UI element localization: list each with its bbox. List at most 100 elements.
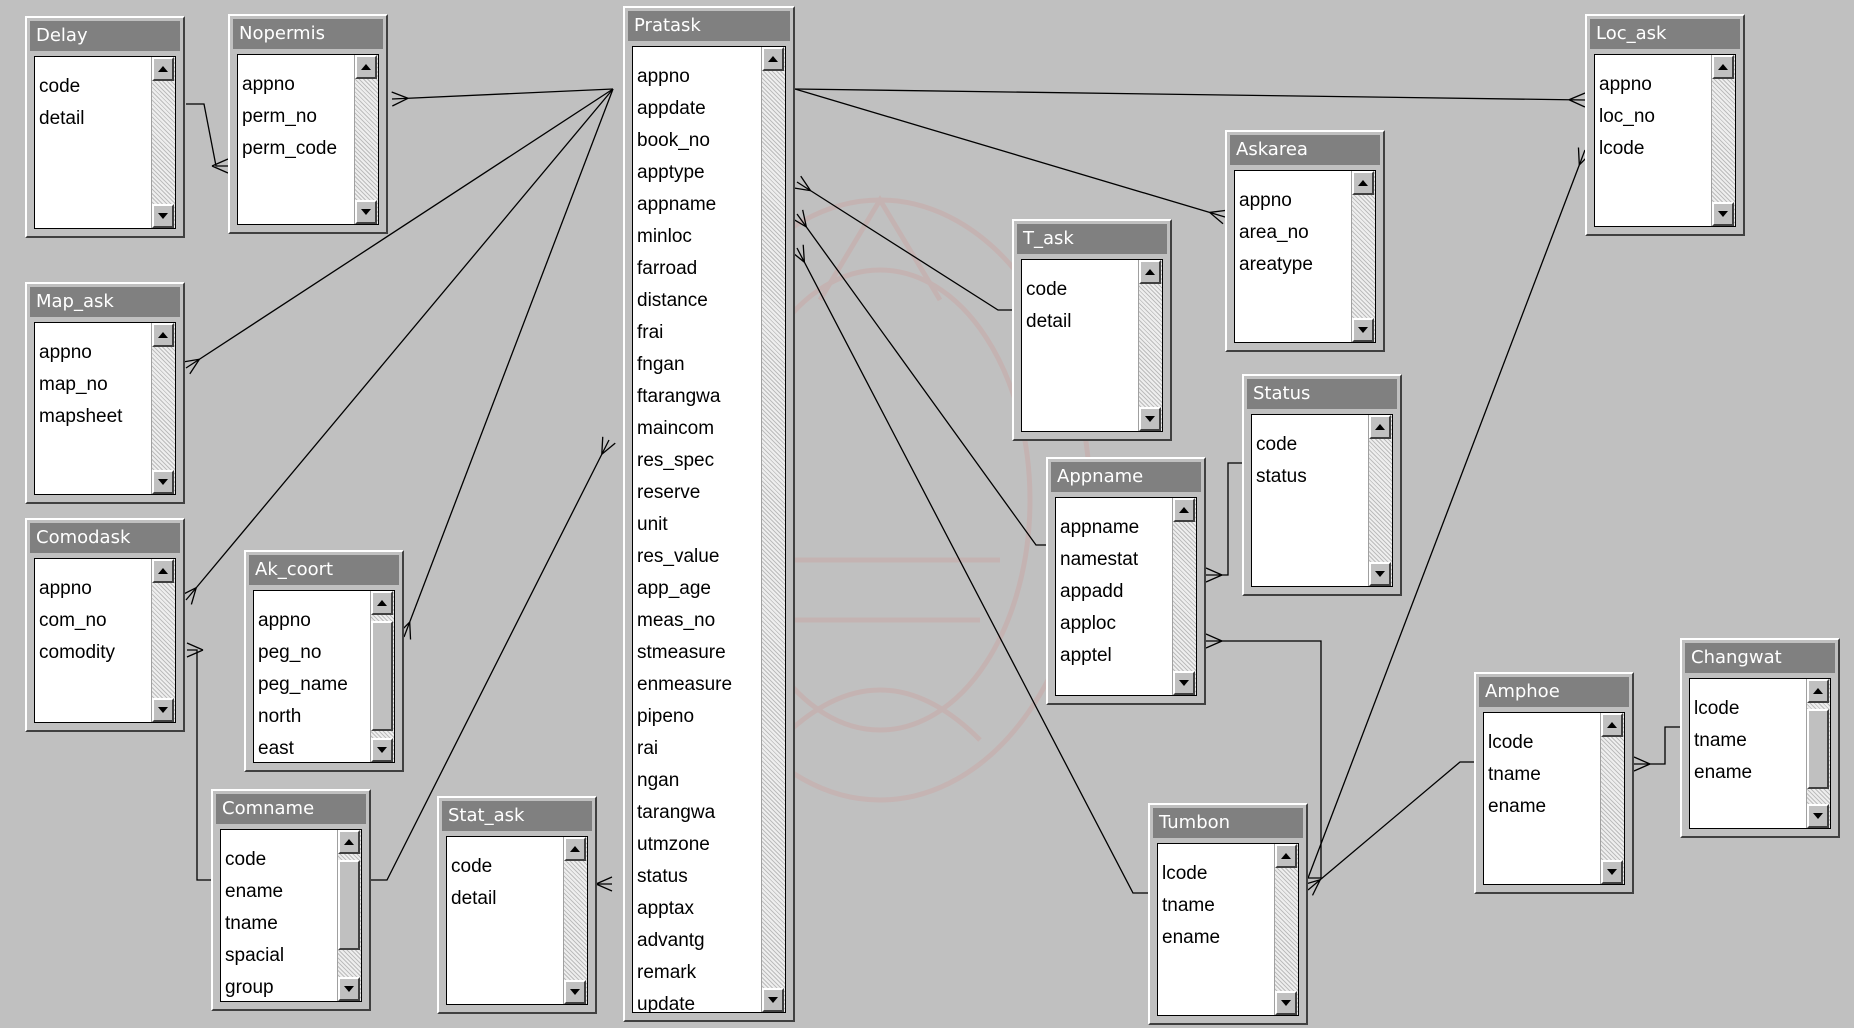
field-item[interactable]: apptype [637,162,705,183]
vertical-scrollbar[interactable] [370,591,394,762]
field-item[interactable]: group [225,977,274,998]
field-item[interactable]: appno [258,610,311,631]
scroll-up-button[interactable] [1712,55,1734,79]
field-item[interactable]: appadd [1060,581,1124,602]
field-item[interactable]: ftarangwa [637,386,721,407]
field-item[interactable]: areatype [1239,254,1313,275]
scroll-down-button[interactable] [1601,860,1623,884]
vertical-scrollbar[interactable] [1806,679,1830,828]
table-title[interactable]: T_ask [1017,224,1167,254]
field-item[interactable]: remark [637,962,697,983]
field-item[interactable]: appno [39,578,92,599]
table-title[interactable]: Delay [30,21,180,51]
field-item[interactable]: code [225,849,267,870]
field-item[interactable]: stmeasure [637,642,726,663]
table-title[interactable]: Pratask [628,11,790,41]
field-item[interactable]: lcode [1694,698,1740,719]
table-title[interactable]: Comodask [30,523,180,553]
scroll-up-button[interactable] [1275,844,1297,868]
table-title[interactable]: Status [1247,379,1397,409]
field-item[interactable]: appname [1060,517,1140,538]
field-item[interactable]: appname [637,194,717,215]
scroll-down-button[interactable] [152,698,174,722]
table-title[interactable]: Stat_ask [442,801,592,831]
scroll-down-button[interactable] [371,738,393,762]
field-item[interactable]: unit [637,514,668,535]
field-list[interactable]: code detail [34,56,176,229]
scroll-down-button[interactable] [762,988,784,1012]
scroll-thumb[interactable] [338,860,360,950]
scroll-up-button[interactable] [1352,171,1374,195]
field-item[interactable]: loc_no [1599,106,1655,127]
scroll-down-button[interactable] [152,204,174,228]
field-item[interactable]: ename [1694,762,1753,783]
field-item[interactable]: appno [1239,190,1292,211]
scroll-up-button[interactable] [152,323,174,347]
field-item[interactable]: tarangwa [637,802,716,823]
field-item[interactable]: reserve [637,482,701,503]
field-item[interactable]: tname [225,913,278,934]
field-item[interactable]: code [39,76,81,97]
scroll-up-button[interactable] [564,837,586,861]
scroll-down-button[interactable] [1712,202,1734,226]
vertical-scrollbar[interactable] [761,47,785,1012]
field-item[interactable]: appno [39,342,92,363]
field-item[interactable]: area_no [1239,222,1309,243]
field-item[interactable]: north [258,706,302,727]
field-item[interactable]: ngan [637,770,680,791]
field-item[interactable]: detail [39,108,85,129]
scroll-down-button[interactable] [1807,804,1829,828]
vertical-scrollbar[interactable] [1368,415,1392,586]
field-item[interactable]: apptax [637,898,695,919]
field-item[interactable]: utmzone [637,834,710,855]
field-item[interactable]: code [1026,279,1068,300]
table-title[interactable]: Appname [1051,462,1201,492]
table-title[interactable]: Ak_coort [249,555,399,585]
field-item[interactable]: maincom [637,418,715,439]
field-item[interactable]: distance [637,290,708,311]
scroll-down-button[interactable] [152,470,174,494]
field-item[interactable]: update [637,994,696,1013]
field-item[interactable]: tname [1694,730,1747,751]
vertical-scrollbar[interactable] [337,830,361,1001]
scroll-up-button[interactable] [762,47,784,71]
table-title[interactable]: Loc_ask [1590,19,1740,49]
field-item[interactable]: apploc [1060,613,1116,634]
scroll-up-button[interactable] [1807,679,1829,703]
field-item[interactable]: tname [1488,764,1541,785]
scroll-down-button[interactable] [338,977,360,1001]
field-item[interactable]: status [1256,466,1307,487]
field-item[interactable]: peg_no [258,642,322,663]
field-item[interactable]: lcode [1162,863,1208,884]
field-item[interactable]: farroad [637,258,698,279]
field-item[interactable]: ename [225,881,284,902]
field-item[interactable]: tname [1162,895,1215,916]
field-item[interactable]: status [637,866,688,887]
field-item[interactable]: meas_no [637,610,716,631]
field-item[interactable]: peg_name [258,674,348,695]
scroll-thumb[interactable] [1807,709,1829,789]
scroll-down-button[interactable] [1173,671,1195,695]
field-item[interactable]: rai [637,738,659,759]
field-item[interactable]: advantg [637,930,705,951]
table-title[interactable]: Amphoe [1479,677,1629,707]
field-item[interactable]: fngan [637,354,685,375]
field-list[interactable]: appno area_no areatype [1234,170,1376,343]
vertical-scrollbar[interactable] [1172,498,1196,695]
field-item[interactable]: map_no [39,374,108,395]
table-title[interactable]: Askarea [1230,135,1380,165]
field-list[interactable]: code status [1251,414,1393,587]
field-item[interactable]: code [1256,434,1298,455]
